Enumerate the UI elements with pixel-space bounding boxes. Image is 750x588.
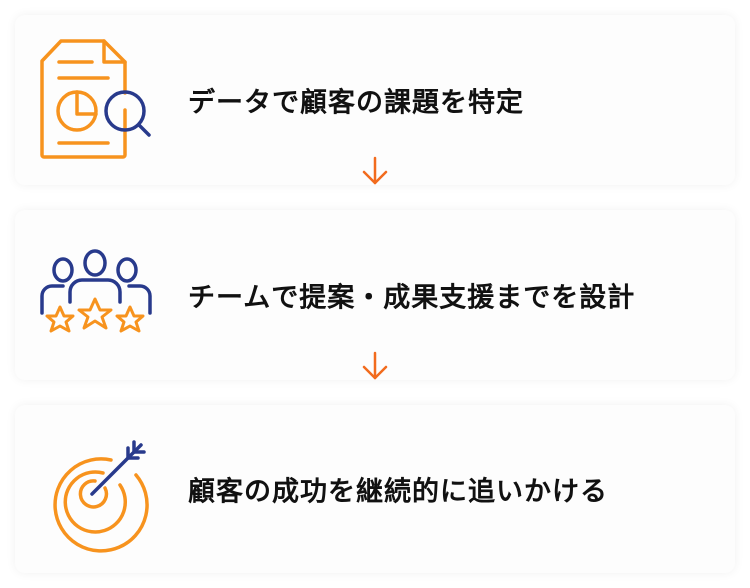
step-label-3: 顧客の成功を継続的に追いかける bbox=[188, 476, 608, 508]
document-chart-search-icon bbox=[40, 39, 151, 159]
down-arrow-icon bbox=[362, 156, 388, 185]
step-label-1: データで顧客の課題を特定 bbox=[188, 87, 524, 119]
step-card-3: 顧客の成功を継続的に追いかける bbox=[15, 405, 735, 573]
step-card-1: データで顧客の課題を特定 bbox=[15, 15, 735, 185]
target-arrow-icon bbox=[53, 440, 149, 553]
down-arrow-icon bbox=[362, 351, 388, 380]
step-label-2: チームで提案・成果支援までを設計 bbox=[188, 282, 636, 314]
step-card-2: チームで提案・成果支援までを設計 bbox=[15, 210, 735, 380]
team-stars-icon bbox=[40, 249, 152, 333]
